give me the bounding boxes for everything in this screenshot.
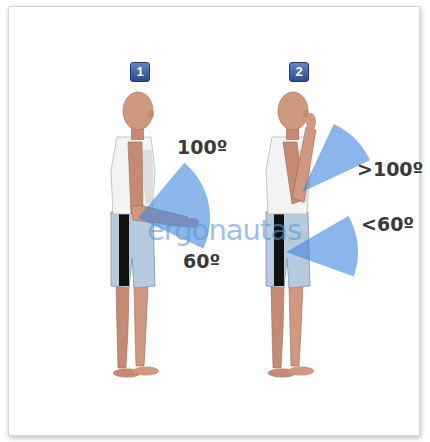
step-badge: 2 bbox=[289, 62, 309, 82]
step-number: 2 bbox=[295, 64, 302, 79]
angle-value: 100º bbox=[177, 136, 227, 158]
angle-value: >100º bbox=[357, 158, 423, 180]
step-badge: 1 bbox=[130, 62, 150, 82]
step-number: 1 bbox=[136, 64, 143, 79]
angle-value: <60º bbox=[361, 213, 414, 235]
watermark: ergonautas bbox=[147, 213, 301, 247]
angle-value: 60º bbox=[183, 250, 220, 272]
